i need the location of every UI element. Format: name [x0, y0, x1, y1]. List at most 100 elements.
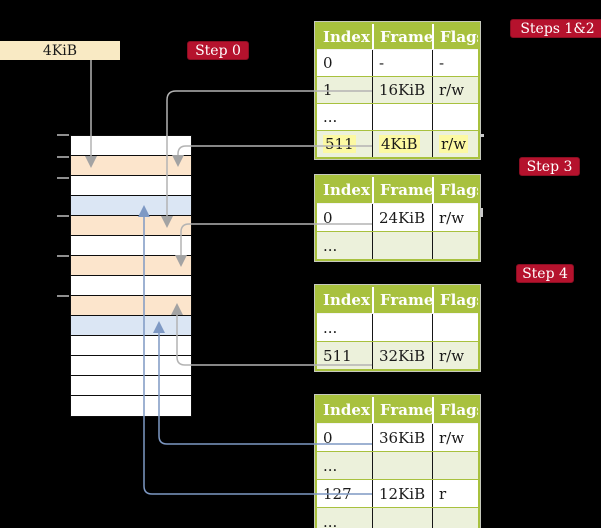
memory-tick [57, 156, 69, 158]
table-cell: - [372, 50, 432, 76]
table-cell: r/w [432, 424, 478, 451]
table-cell: 511 [317, 131, 372, 157]
memory-tick [57, 295, 69, 297]
table-row: ... [317, 451, 478, 479]
steps-1-2-badge: Steps 1&2 [510, 19, 601, 38]
table-cell [372, 508, 432, 528]
table-cell: 127 [323, 484, 352, 503]
table-cell: r/w [432, 77, 478, 103]
memory-tick [57, 177, 69, 179]
memory-frame-row-blue [71, 196, 191, 216]
memory-tick [57, 215, 69, 217]
memory-frame-row-peach [71, 296, 191, 316]
memory-frame-row-white [71, 276, 191, 296]
memory-frame-row-white [71, 396, 191, 416]
column-header: Index [323, 181, 370, 199]
highlighted-value: r/w [439, 135, 469, 153]
memory-frame-row-white [71, 176, 191, 196]
memory-frame-row-peach [71, 216, 191, 236]
table-cell [372, 232, 432, 259]
column-header: Flags [432, 24, 478, 49]
table-header-row: IndexFrameFlags [317, 177, 478, 203]
memory-tick [57, 134, 69, 136]
table-cell: 1 [323, 81, 333, 99]
memory-frame-row-white [71, 236, 191, 256]
memory-frame-row-blue [71, 316, 191, 336]
table-cell: r/w [432, 131, 478, 157]
table-cell: r [432, 480, 478, 507]
table-cell: r/w [432, 342, 478, 369]
highlighted-value: 4KiB [379, 135, 420, 153]
table-cell [372, 452, 432, 479]
table-cell: ... [323, 512, 338, 528]
column-header: Index [323, 291, 370, 309]
page-table-level-2: IndexFrameFlags 0 24KiBr/w... [314, 174, 481, 262]
table-cell [432, 232, 478, 259]
table-cell: 32KiB [372, 342, 432, 369]
table-cell: 16KiB [372, 77, 432, 103]
table-cell: ... [323, 108, 338, 126]
table-cell: 0 [323, 54, 333, 72]
table-row: ... [317, 507, 478, 528]
line-stub [480, 208, 483, 217]
table-cell: r/w [432, 204, 478, 231]
memory-frame-row-white [71, 136, 191, 156]
memory-frame-row-peach [71, 156, 191, 176]
table-cell: - [432, 50, 478, 76]
column-header: Index [323, 27, 370, 46]
table-cell: 511 [323, 346, 352, 365]
table-row: ... [317, 231, 478, 259]
column-header: Flags [432, 177, 478, 203]
table-cell: 0 [323, 428, 333, 447]
step-4-badge: Step 4 [516, 264, 574, 283]
table-cell [432, 452, 478, 479]
table-cell [372, 314, 432, 341]
column-header: Frame [372, 397, 432, 423]
highlighted-value: 511 [323, 135, 356, 153]
table-row: 511 4KiB r/w [317, 130, 478, 157]
memory-tick [57, 255, 69, 257]
column-header: Index [323, 401, 370, 419]
page-size-box: 4KiB [0, 41, 120, 60]
page-size-label: 4KiB [42, 42, 78, 59]
table-row: ... [317, 103, 478, 130]
step-0-badge: Step 0 [187, 41, 249, 60]
table-cell [432, 508, 478, 528]
table-cell: ... [323, 318, 338, 337]
physical-memory-column [70, 135, 192, 417]
column-header: Flags [432, 397, 478, 423]
table-cell [372, 104, 432, 130]
table-cell: 36KiB [372, 424, 432, 451]
memory-frame-row-white [71, 356, 191, 376]
table-row: ... [317, 313, 478, 341]
table-header-row: IndexFrameFlags [317, 397, 478, 423]
memory-frame-row-white [71, 376, 191, 396]
table-cell [432, 314, 478, 341]
table-cell: 24KiB [372, 204, 432, 231]
column-header: Flags [432, 287, 478, 313]
table-cell: 12KiB [372, 480, 432, 507]
column-header: Frame [372, 287, 432, 313]
table-cell: 4KiB [372, 131, 432, 157]
table-cell: ... [323, 236, 338, 255]
table-header-row: IndexFrameFlags [317, 24, 478, 49]
table-cell: 0 [323, 208, 333, 227]
step-3-badge: Step 3 [519, 157, 580, 176]
table-cell [432, 104, 478, 130]
memory-frame-row-peach [71, 256, 191, 276]
table-cell: ... [323, 456, 338, 475]
column-header: Frame [372, 177, 432, 203]
memory-frame-row-white [71, 336, 191, 356]
table-header-row: IndexFrameFlags [317, 287, 478, 313]
line-stub [480, 134, 484, 137]
column-header: Frame [372, 24, 432, 49]
